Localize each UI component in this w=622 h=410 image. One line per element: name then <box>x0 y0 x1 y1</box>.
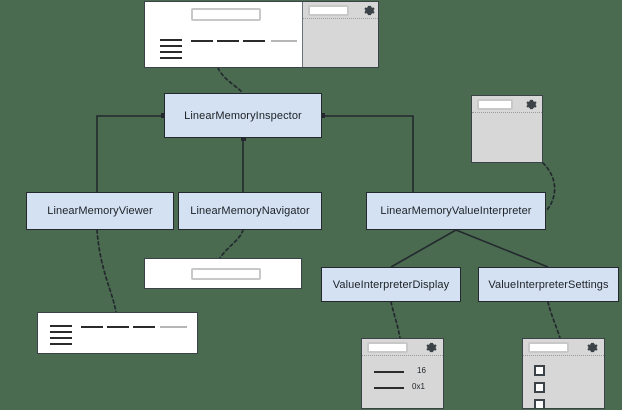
gear-icon[interactable] <box>364 5 375 16</box>
panel-inspector-screenshot <box>144 1 379 68</box>
memory-address-line <box>160 57 182 59</box>
memory-byte-group <box>243 40 265 42</box>
leader-viewer-screenshot <box>96 229 117 313</box>
panel-toolbar <box>362 339 443 356</box>
memory-ascii-group <box>160 326 187 328</box>
value-type-label-bar <box>374 371 404 373</box>
inspector-interpreter-pane <box>302 2 378 67</box>
edge-inspector-interpreter <box>322 115 414 192</box>
node-value-interpreter-settings[interactable]: ValueInterpreterSettings <box>478 267 619 302</box>
panel-toolbar <box>472 96 542 113</box>
memory-address-line <box>50 325 72 327</box>
memory-address-line <box>50 331 72 333</box>
node-label: ValueInterpreterDisplay <box>332 278 450 291</box>
memory-address-line <box>50 337 72 339</box>
address-input[interactable] <box>477 99 513 110</box>
panel-interpreter-screenshot <box>471 95 543 163</box>
edge-interpreter-settings <box>455 229 549 268</box>
panel-viewer-screenshot <box>37 312 198 354</box>
memory-byte-group <box>191 40 213 42</box>
checkbox-icon[interactable] <box>534 399 545 408</box>
leader-navigator-screenshot <box>219 229 244 259</box>
memory-address-line <box>50 343 72 345</box>
memory-address-line <box>160 39 182 41</box>
interpreted-value-decimal: 16 <box>417 366 426 375</box>
node-label: LinearMemoryViewer <box>47 205 153 217</box>
memory-address-line <box>160 45 182 47</box>
memory-byte-group <box>217 40 239 42</box>
address-input[interactable] <box>191 8 261 21</box>
gear-icon[interactable] <box>526 99 537 110</box>
node-label: LinearMemoryInspector <box>184 109 302 122</box>
node-linear-memory-value-interpreter[interactable]: LinearMemoryValueInterpreter <box>366 192 546 230</box>
checkbox-icon[interactable] <box>534 382 545 393</box>
panel-toolbar <box>303 2 378 19</box>
leader-display-screenshot <box>390 301 401 339</box>
node-label: LinearMemoryValueInterpreter <box>380 205 532 217</box>
leader-inspector-screenshot <box>217 67 244 94</box>
checkbox-icon[interactable] <box>534 365 545 376</box>
node-label: LinearMemoryNavigator <box>190 205 310 217</box>
memory-byte-group <box>107 326 129 328</box>
panel-toolbar <box>523 339 604 356</box>
address-input[interactable] <box>308 5 349 16</box>
address-input[interactable] <box>191 268 261 280</box>
gear-icon[interactable] <box>426 342 437 353</box>
node-linear-memory-viewer[interactable]: LinearMemoryViewer <box>26 192 174 230</box>
edge-inspector-viewer <box>96 115 164 192</box>
gear-icon[interactable] <box>587 342 598 353</box>
interpreted-value-hex: 0x1 <box>412 382 425 391</box>
edge-interpreter-display <box>390 229 457 268</box>
inspector-memory-pane <box>145 2 302 67</box>
node-label: ValueInterpreterSettings <box>488 278 609 291</box>
leader-settings-screenshot <box>547 301 561 339</box>
panel-navigator-screenshot <box>144 258 302 289</box>
memory-address-line <box>160 51 182 53</box>
value-type-label-bar <box>374 387 404 389</box>
panel-display-screenshot: 16 0x1 <box>361 338 444 409</box>
memory-ascii-group <box>271 40 297 42</box>
node-linear-memory-inspector[interactable]: LinearMemoryInspector <box>164 93 322 138</box>
address-input[interactable] <box>528 342 569 353</box>
node-linear-memory-navigator[interactable]: LinearMemoryNavigator <box>178 192 322 230</box>
node-value-interpreter-display[interactable]: ValueInterpreterDisplay <box>321 267 461 302</box>
address-input[interactable] <box>367 342 408 353</box>
memory-byte-group <box>133 326 155 328</box>
memory-byte-group <box>81 326 103 328</box>
panel-settings-screenshot <box>522 338 605 409</box>
